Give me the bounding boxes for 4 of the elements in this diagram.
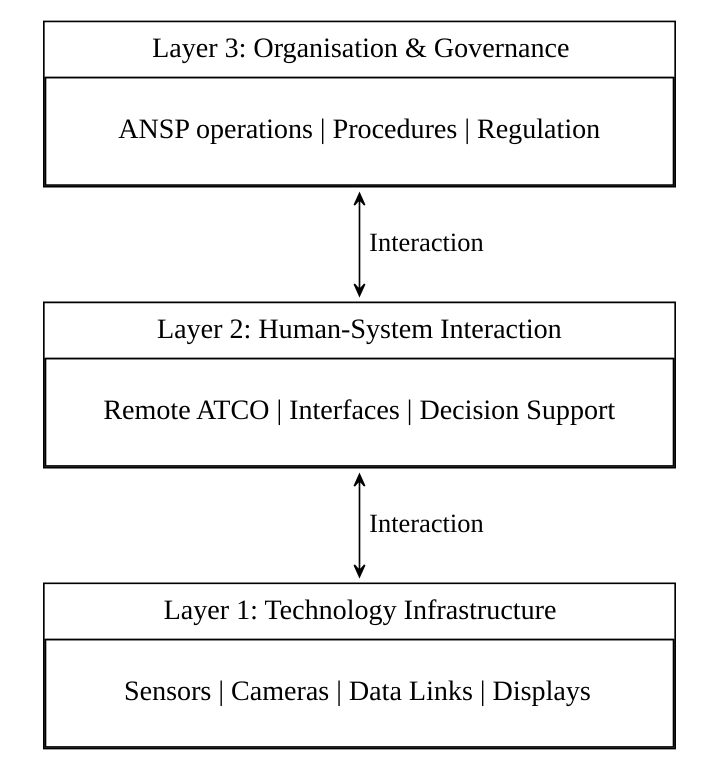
arrow bbox=[352, 192, 366, 296]
edge-label: Interaction bbox=[368, 226, 484, 257]
edge-label: Interaction bbox=[368, 508, 484, 538]
arrow bbox=[352, 474, 366, 578]
